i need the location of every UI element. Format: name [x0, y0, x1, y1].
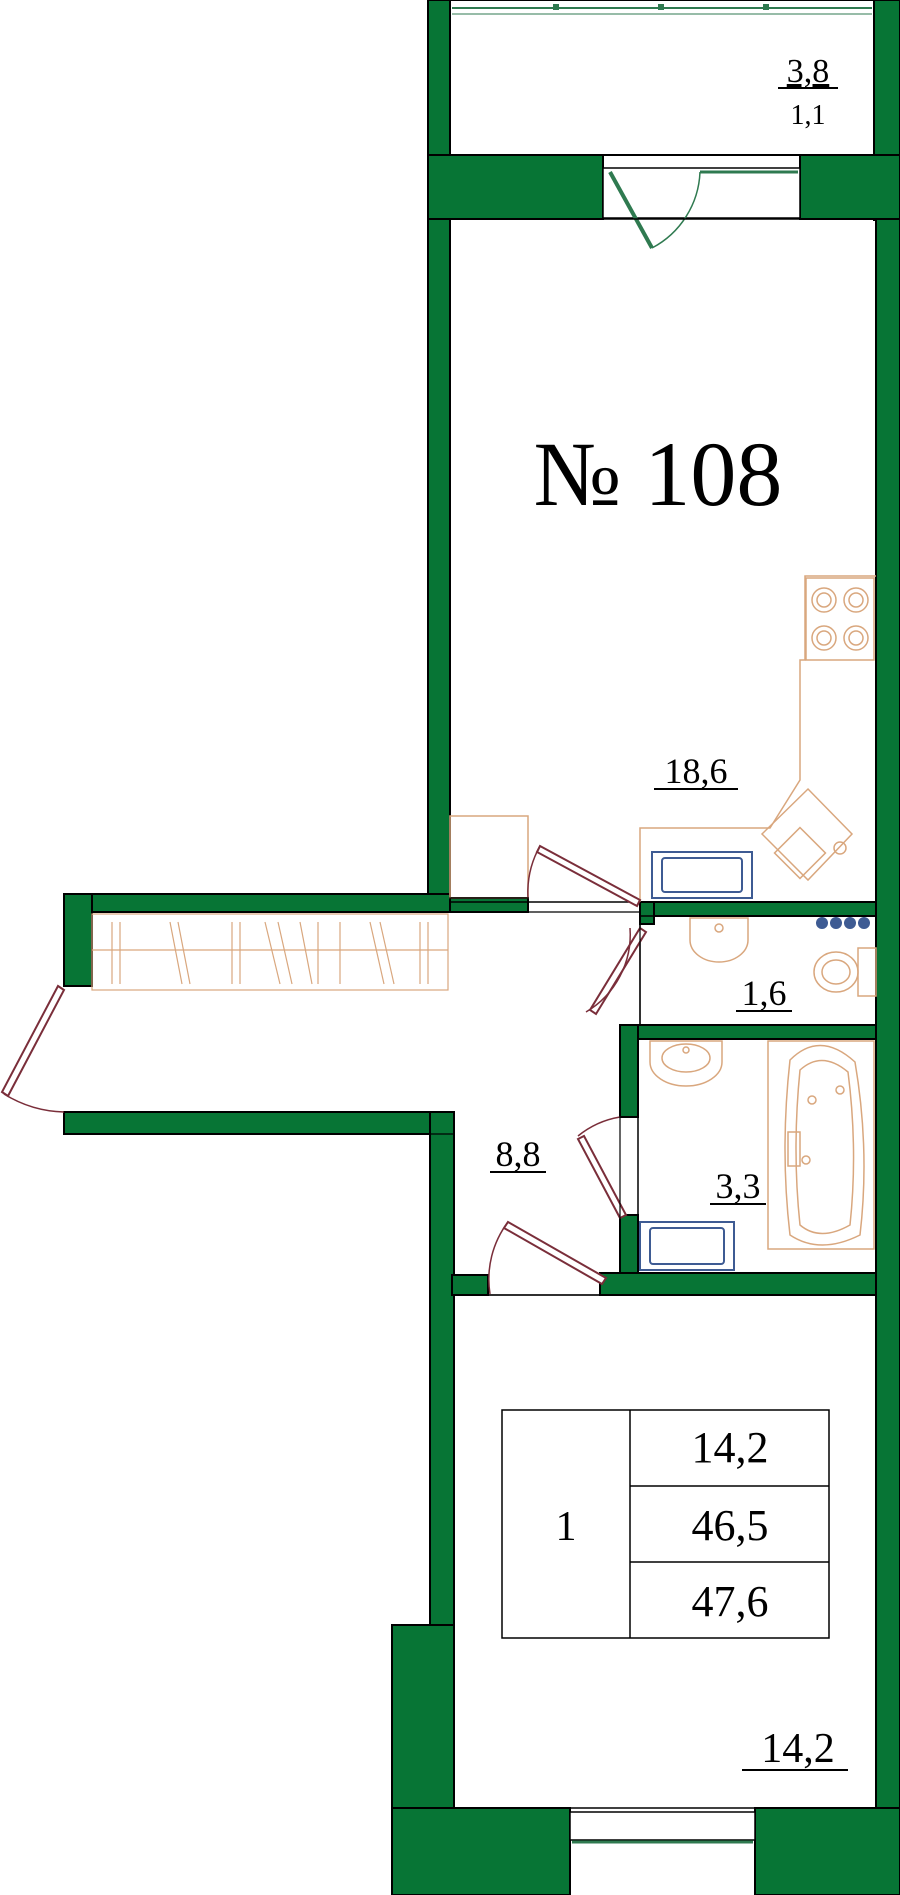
balcony-door: [602, 167, 801, 249]
door-icon: [585, 926, 648, 1016]
kitchen-living: № 108 18,6: [449, 218, 877, 908]
door-icon: [0, 984, 66, 1113]
wall-bath-left: [619, 1024, 639, 1118]
kitchen-counter: [639, 575, 876, 902]
balcony: 3,8 1,1: [449, 0, 875, 156]
wc: 1,6: [585, 915, 877, 1026]
wc-area: 1,6: [742, 973, 787, 1013]
balcony-area: 3,8: [787, 53, 830, 90]
wall-wc-stub: [639, 901, 655, 925]
total-area-value: 46,5: [692, 1501, 769, 1550]
balcony-coefficient: 1,1: [791, 100, 826, 131]
door-icon: [527, 844, 642, 908]
pipes: [816, 917, 870, 929]
rooms-count: 1: [556, 1504, 577, 1550]
wall-balcony-kitchen-right: [799, 154, 900, 220]
bedroom-area: 14,2: [761, 1726, 835, 1772]
stove-icon: [805, 577, 875, 661]
bathroom: 3,3: [576, 1038, 877, 1274]
wall-hall-left: [429, 1111, 455, 1653]
balcony-outline: [449, 0, 875, 156]
hall-area: 8,8: [496, 1134, 541, 1174]
bedroom: 1 14,2 46,5 47,6 14,2: [453, 1220, 877, 1844]
walls: [63, 0, 900, 1895]
total-with-balcony-value: 47,6: [692, 1577, 769, 1626]
wall-corridor-bottom: [63, 1111, 455, 1135]
wardrobe-icon: [91, 913, 449, 991]
wall-bedroom-bottom-left: [391, 1807, 571, 1895]
summary-table: [501, 1409, 830, 1639]
door-icon: [488, 1220, 608, 1295]
wall-corridor-top: [63, 893, 451, 913]
wall-balcony-kitchen-left: [427, 154, 604, 220]
bathtub-icon: [767, 1040, 875, 1250]
sink-icon: [760, 787, 854, 882]
wall-bath-bedroom: [599, 1272, 877, 1296]
wall-hall-bedroom-stub: [451, 1274, 489, 1296]
door-icon: [576, 1116, 628, 1220]
hall: 8,8: [0, 897, 641, 1296]
wall-corridor-left-upper: [63, 893, 93, 987]
wall-bedroom-bottom-right: [754, 1807, 900, 1895]
cabinet: [449, 815, 529, 899]
wall-kitchen-hall-stub: [449, 897, 529, 913]
toilet-icon: [813, 947, 877, 997]
living-area-value: 14,2: [692, 1423, 769, 1472]
bathroom-area: 3,3: [716, 1166, 761, 1206]
washbasin-icon: [689, 917, 749, 963]
washbasin-icon: [649, 1040, 723, 1087]
wall-kitchen-wc: [639, 901, 877, 917]
wall-wc-bath: [619, 1024, 877, 1040]
wall-left-kitchen: [427, 0, 451, 906]
kitchen-living-area: 18,6: [665, 751, 728, 791]
washing-machine-icon: [639, 1221, 735, 1271]
wall-right: [875, 217, 900, 1895]
appliance-icon: [651, 851, 753, 899]
door-icon: [608, 171, 654, 249]
apartment-number: № 108: [534, 423, 783, 525]
window-icon: [569, 1811, 756, 1844]
